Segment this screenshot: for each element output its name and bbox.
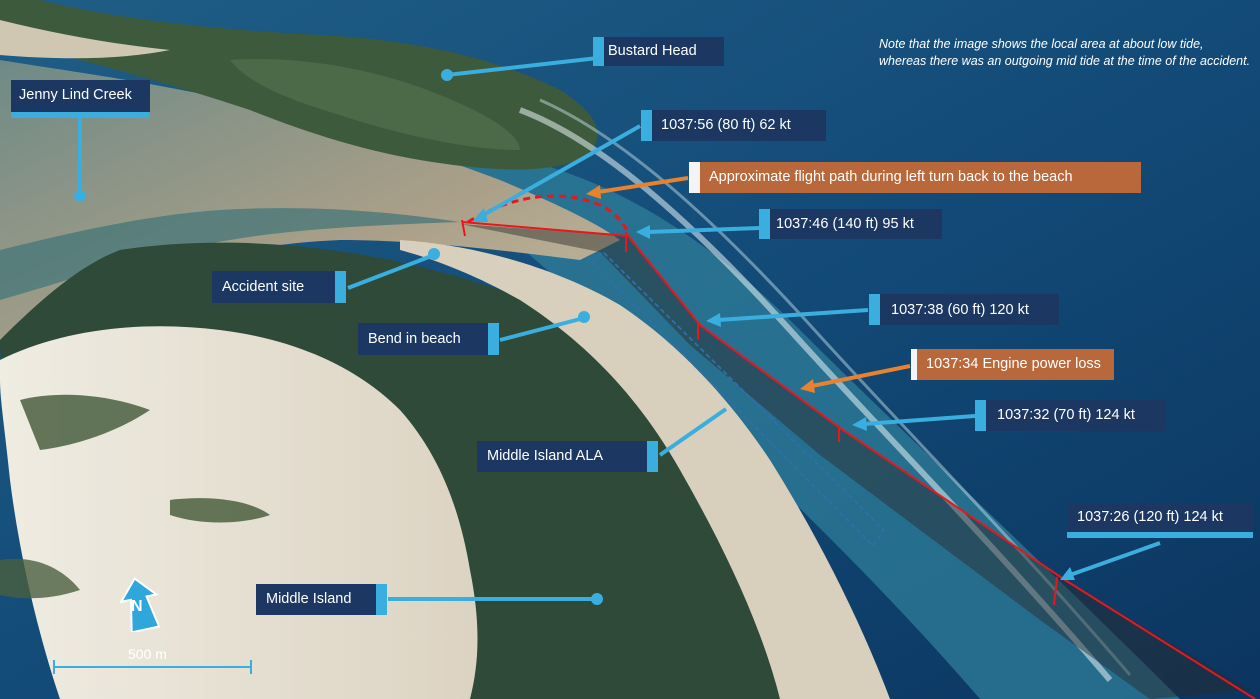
marker-jenny-lind-creek — [74, 190, 86, 202]
marker-bustard-head — [441, 69, 453, 81]
arrowhead — [636, 225, 650, 239]
label-tab — [975, 400, 986, 431]
leader-1037-26 — [1069, 541, 1161, 577]
label-tab — [488, 323, 499, 355]
label-underline — [1067, 532, 1253, 538]
dune-vegetation-patch — [0, 558, 80, 599]
label-text: 1037:26 (120 ft) 124 kt — [1077, 509, 1223, 525]
label-tab — [641, 110, 652, 141]
leader-bustard-head — [446, 56, 599, 77]
position-tick — [461, 219, 466, 237]
label-tab — [376, 584, 387, 615]
ala-runway-outline — [590, 250, 886, 548]
label-text: Bustard Head — [608, 43, 697, 59]
leader-middle-island-ala — [658, 407, 728, 457]
label-bend-in-beach: Bend in beach — [358, 323, 499, 355]
label-middle-island-ala: Middle Island ALA — [477, 441, 658, 472]
arrowhead — [800, 379, 815, 393]
label-point-1037-38: 1037:38 (60 ft) 120 kt — [869, 294, 1059, 325]
surf-line — [518, 107, 1113, 682]
leader-1037-38 — [717, 308, 869, 322]
label-engine-loss: 1037:34 Engine power loss — [911, 349, 1114, 380]
surf-line — [539, 98, 1132, 676]
marker-middle-island — [591, 593, 603, 605]
label-tab — [759, 209, 770, 239]
label-tab — [911, 349, 917, 380]
label-point-1037-32: 1037:32 (70 ft) 124 kt — [975, 400, 1165, 431]
leader-flight-path — [597, 176, 689, 194]
label-point-1037-46: 1037:46 (140 ft) 95 kt — [759, 209, 942, 239]
label-text: 1037:46 (140 ft) 95 kt — [776, 216, 914, 232]
label-text: 1037:56 (80 ft) 62 kt — [661, 117, 791, 133]
label-text: Accident site — [222, 279, 305, 295]
marker-bend-in-beach — [578, 311, 590, 323]
label-point-1037-26: 1037:26 (120 ft) 124 kt — [1067, 503, 1253, 538]
position-tick — [1053, 576, 1058, 606]
dune-vegetation-patch — [20, 394, 150, 450]
leader-1037-32 — [863, 414, 976, 426]
beach-strip — [400, 240, 890, 699]
leader-1037-46 — [647, 226, 761, 234]
tide-note: Note that the image shows the local area… — [879, 37, 1251, 68]
north-label: N — [131, 598, 143, 615]
marker-accident-site — [428, 248, 440, 260]
arrowhead — [586, 185, 601, 199]
leader-bend-in-beach — [499, 316, 585, 342]
label-text: 1037:32 (70 ft) 124 kt — [997, 407, 1135, 423]
label-text: Jenny Lind Creek — [19, 87, 132, 103]
leader-engine-loss — [811, 364, 911, 388]
label-text: Middle Island ALA — [487, 448, 604, 464]
label-text: Middle Island — [266, 591, 352, 607]
arrowhead — [706, 313, 721, 327]
label-underline — [11, 112, 150, 118]
label-tab — [869, 294, 880, 325]
headland-beach — [0, 20, 170, 59]
headland-vegetation — [230, 59, 520, 150]
label-accident-site: Accident site — [212, 271, 346, 303]
label-text: 1037:34 Engine power loss — [926, 356, 1101, 372]
creek-channel — [0, 208, 460, 300]
label-text: Bend in beach — [368, 331, 461, 347]
arrowhead — [1060, 567, 1075, 580]
label-text: 1037:38 (60 ft) 120 kt — [891, 302, 1029, 318]
flight-corridor — [460, 224, 1250, 699]
label-tab — [647, 441, 658, 472]
north-arrow-icon — [120, 577, 160, 632]
leader-accident-site — [347, 253, 435, 290]
label-tab — [593, 37, 604, 66]
label-flight-path: Approximate flight path during left turn… — [689, 162, 1141, 193]
leader-1037-56 — [477, 124, 641, 220]
label-point-1037-56: 1037:56 (80 ft) 62 kt — [641, 110, 826, 141]
flight-path — [461, 221, 1256, 699]
scale-label: 500 m — [128, 646, 167, 662]
arrowhead — [472, 208, 488, 222]
label-middle-island: Middle Island — [256, 584, 387, 615]
label-jenny-lind-creek: Jenny Lind Creek — [11, 80, 150, 118]
label-bustard-head: Bustard Head — [593, 37, 724, 66]
label-tab — [689, 162, 700, 193]
label-tab — [335, 271, 346, 303]
label-text: Approximate flight path during left turn… — [709, 169, 1073, 185]
arrowhead — [852, 417, 867, 431]
dune-vegetation-patch — [170, 498, 270, 523]
